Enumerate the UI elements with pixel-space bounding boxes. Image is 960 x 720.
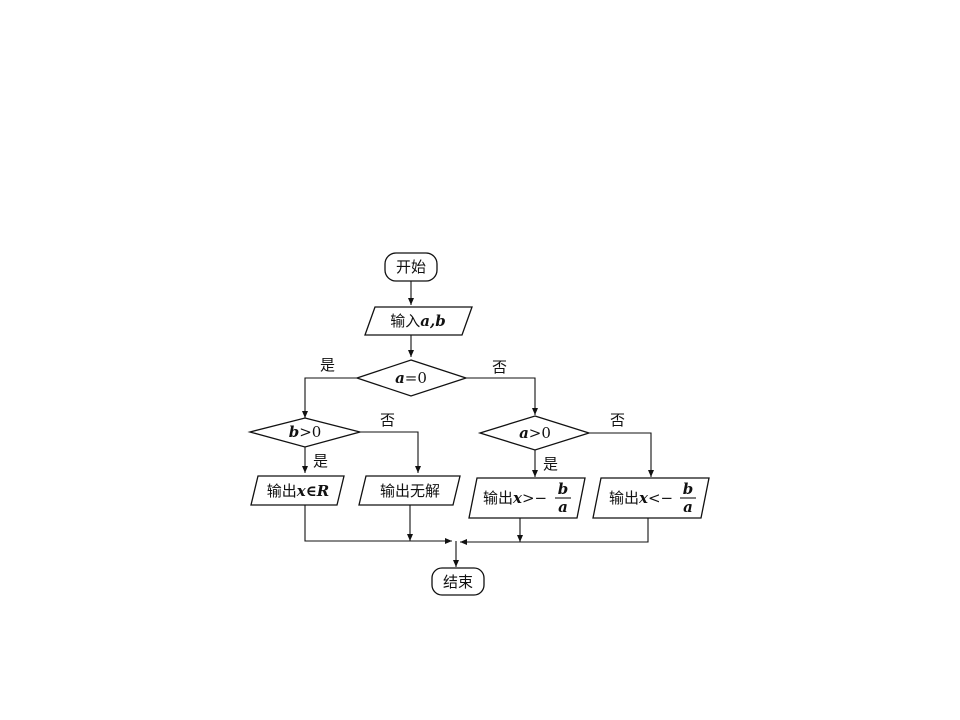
cond-b-label: b>0 — [289, 423, 322, 441]
output-all-real: 输出x∈R — [250, 475, 345, 506]
decision-b-positive: b>0 — [247, 417, 363, 448]
start-label: 开始 — [396, 258, 426, 276]
out-lt-numerator: b — [683, 480, 694, 498]
cond-a-label: a=0 — [395, 369, 427, 387]
out-lt-denominator: a — [683, 498, 693, 516]
arrow-cond-a-no — [466, 377, 538, 415]
end-node: 结束 — [431, 567, 485, 596]
input-label: 输入a,b — [390, 312, 445, 330]
out-gt-denominator: a — [558, 498, 568, 516]
connectors — [302, 281, 654, 567]
arrow-cond-a-pos-no — [589, 432, 654, 477]
cond-a-pos-label: a>0 — [519, 424, 551, 442]
line-lt-down — [460, 518, 649, 545]
start-node: 开始 — [384, 252, 438, 282]
branch-no-a: 否 — [492, 358, 507, 376]
arrow-cond-b-no — [360, 431, 421, 473]
out-no-solution-label: 输出无解 — [380, 482, 440, 500]
out-lt-label: 输出x<− — [609, 489, 673, 507]
out-gt-numerator: b — [558, 480, 569, 498]
branch-no-b: 否 — [380, 411, 395, 429]
branch-yes-a-pos: 是 — [543, 455, 558, 473]
input-node: 输入a,b — [364, 306, 473, 336]
decision-a-positive: a>0 — [477, 415, 592, 451]
output-x-less: 输出x<− b a — [592, 477, 710, 519]
branch-yes-a: 是 — [320, 356, 335, 374]
output-no-solution: 输出无解 — [358, 475, 461, 506]
out-all-real-label: 输出x∈R — [267, 482, 330, 500]
output-x-greater: 输出x>− b a — [468, 477, 586, 519]
line-all-real-down — [304, 505, 452, 544]
out-gt-label: 输出x>− — [483, 489, 547, 507]
decision-a-equals-zero: a=0 — [354, 359, 469, 397]
arrow-cond-a-yes — [302, 377, 357, 418]
branch-no-a-pos: 否 — [610, 411, 625, 429]
branch-yes-b: 是 — [313, 452, 328, 470]
end-label: 结束 — [443, 573, 473, 591]
